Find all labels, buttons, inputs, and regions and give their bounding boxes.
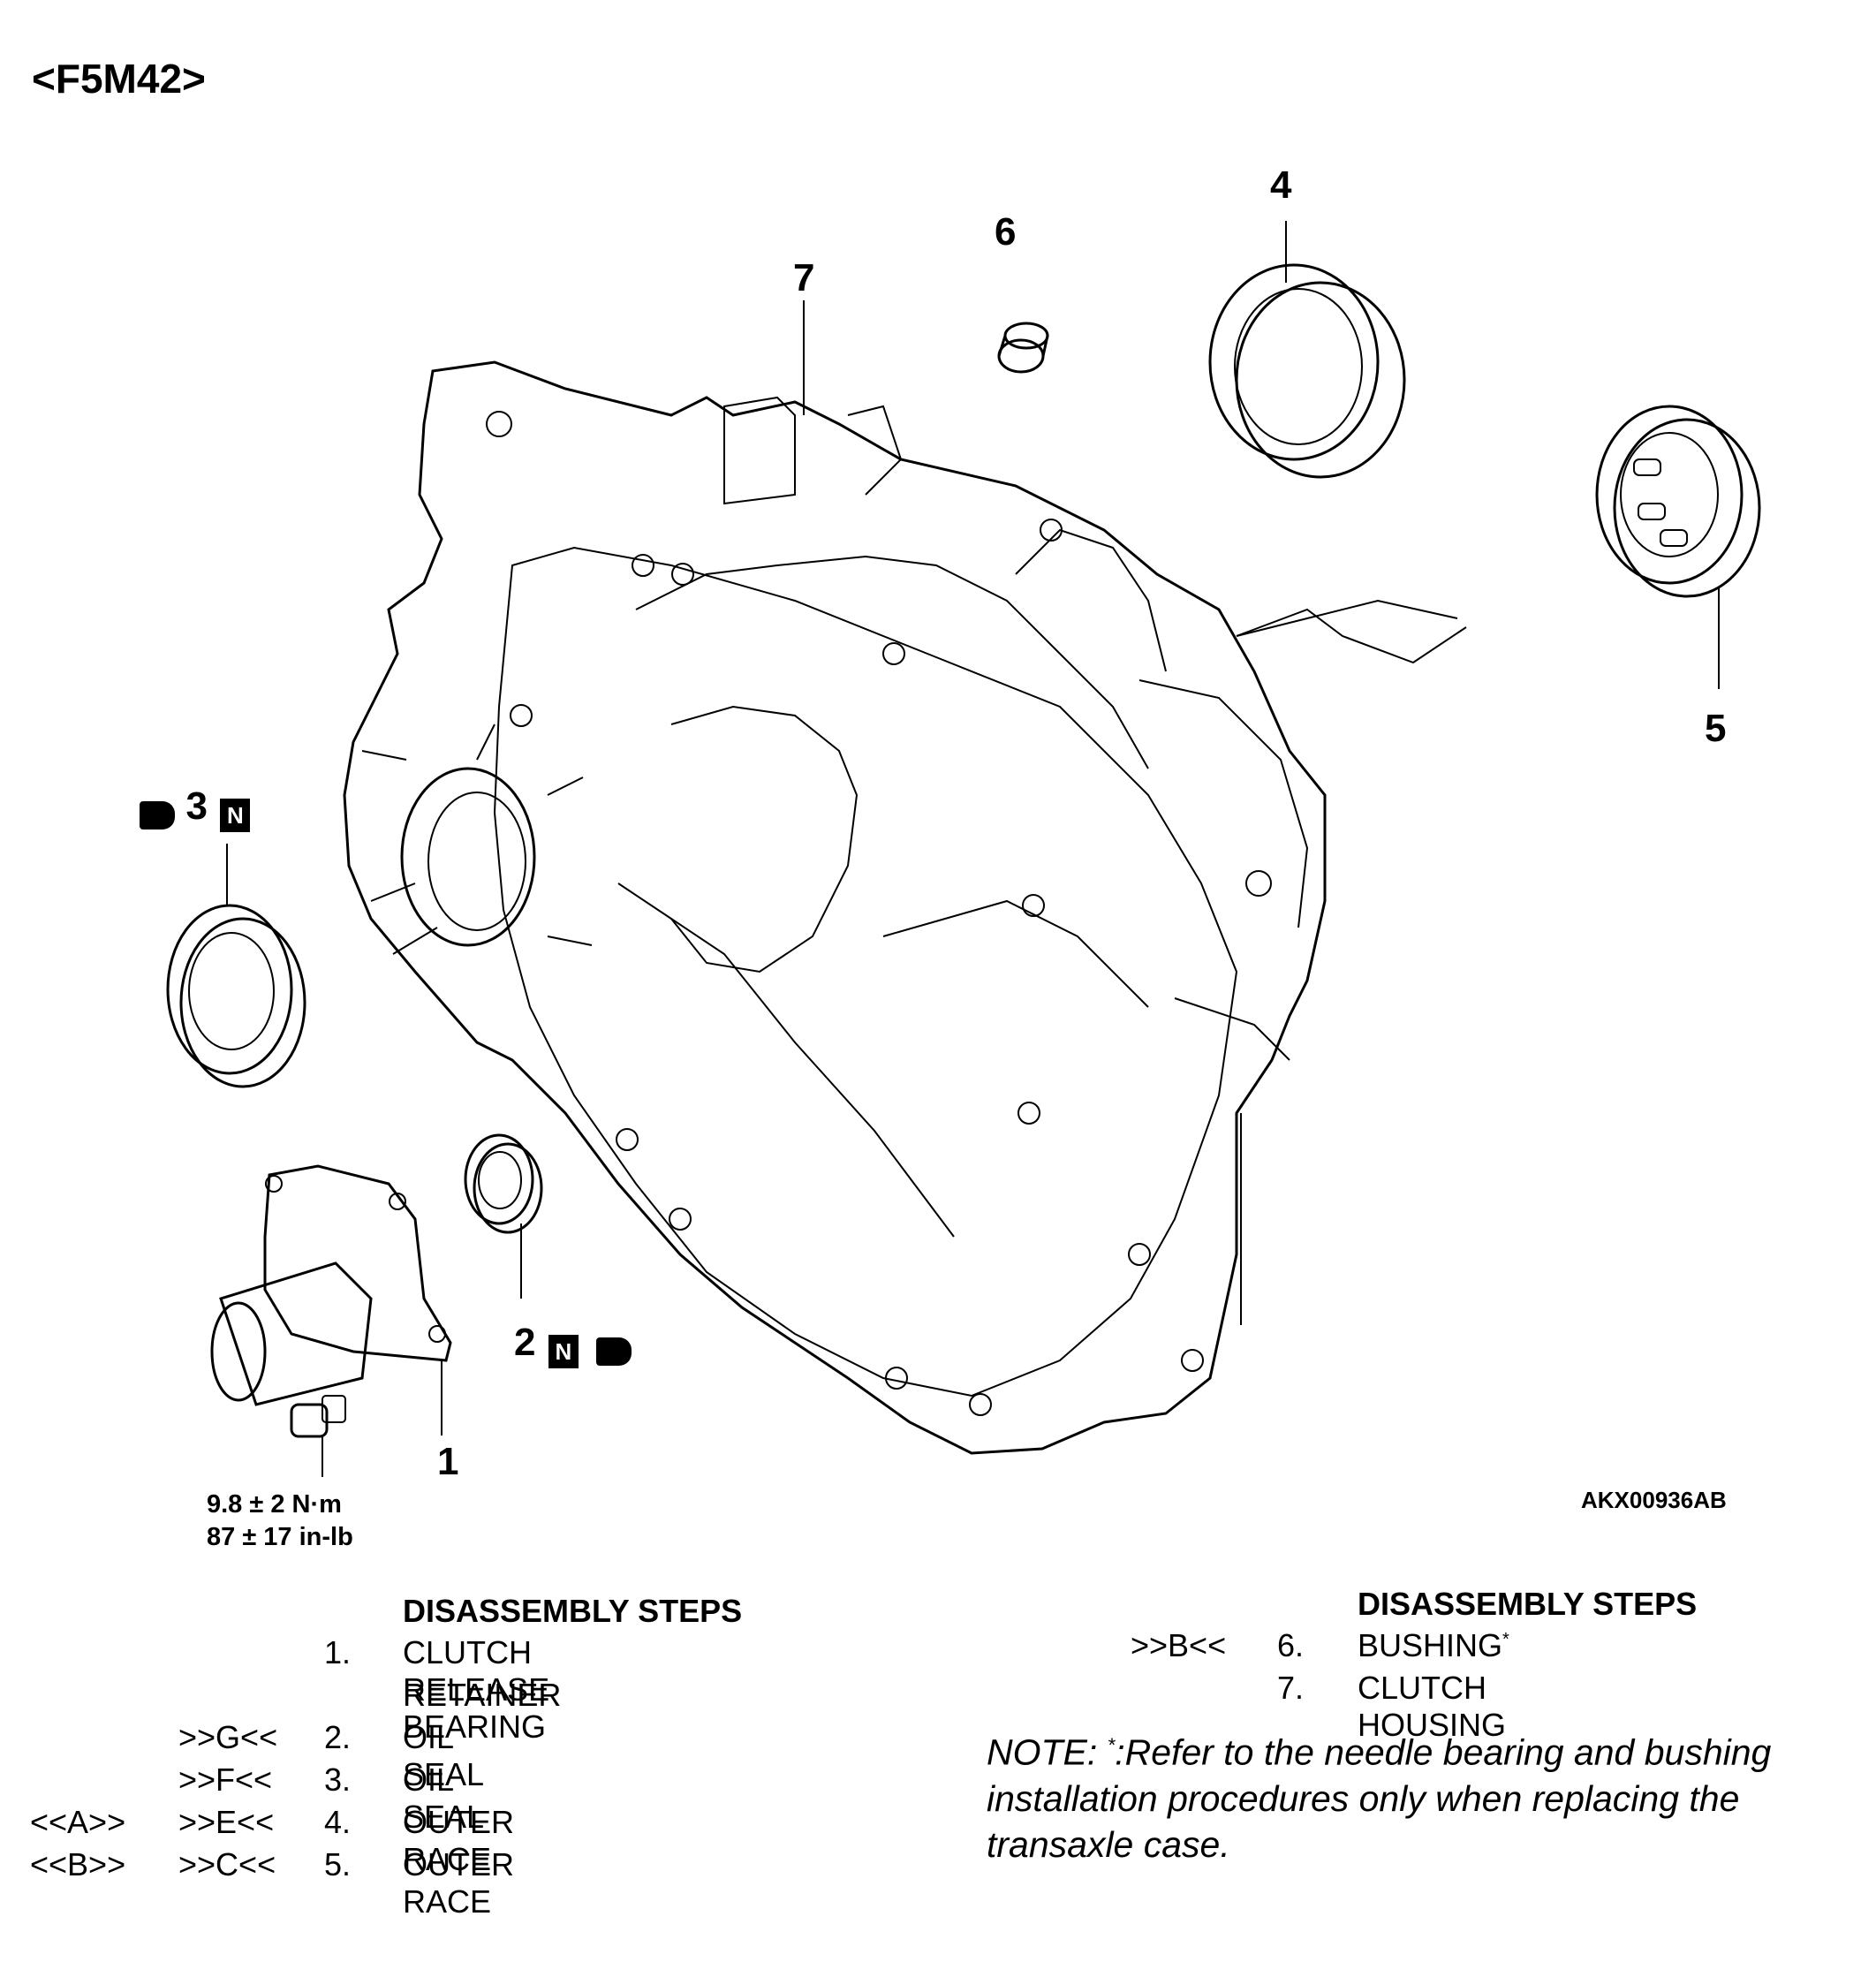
note-body: :Refer to the needle bearing and bushing… [987,1731,1772,1865]
outer-race-part-5 [1595,405,1761,598]
step-text: OIL SEAL [403,1719,485,1792]
step-text: OUTER RACE [403,1846,514,1920]
torque-imperial: 87 ± 17 in-lb [207,1523,353,1551]
step-text: RETAINER [403,1677,562,1713]
step-ref-b: >>C<< [178,1846,276,1882]
note-text: NOTE: *:Refer to the needle bearing and … [987,1723,1852,1867]
step-number: 2. [324,1719,352,1755]
callout-7: 7 [793,256,815,299]
step-number: 5. [324,1846,352,1882]
step-text: CLUTCH HOUSING [1358,1670,1507,1743]
bushing-part-6 [997,322,1049,374]
callout-6: 6 [995,210,1017,254]
oil-seal-part-2 [464,1133,543,1234]
torque-metric: 9.8 ± 2 N·m [207,1490,342,1519]
figure-id: AKX00936AB [1581,1487,1727,1513]
step-text-wrap: BUSHING* [1358,1627,1509,1664]
oil-apply-icon [140,800,175,829]
step-number: 6. [1277,1627,1305,1663]
step-ref-b: >>G<< [178,1719,278,1755]
callout-2-group: 2 N [514,1321,632,1368]
footnote-mark: * [1107,1734,1116,1756]
right-steps-heading: DISASSEMBLY STEPS [1358,1586,1698,1622]
left-steps-heading: DISASSEMBLY STEPS [403,1593,743,1629]
n-symbol: N [220,798,251,832]
step-text: OIL SEAL [403,1761,485,1835]
step-ref-b: >>E<< [178,1804,275,1840]
outer-race-part-4 [1208,263,1406,479]
leader-lines [226,221,1720,1477]
step-ref-b: >>B<< [1131,1627,1227,1663]
step-number: 7. [1277,1670,1305,1706]
torque-spec: 9.8 ± 2 N·m 87 ± 17 in-lb [207,1489,353,1554]
bearing-retainer-part-1 [210,1164,452,1438]
n-symbol: N [548,1334,579,1368]
step-text: CLUTCH RELEASE BEARING [403,1634,550,1745]
step-ref-b: >>F<< [178,1761,273,1798]
oil-apply-icon [596,1337,632,1366]
oil-seal-part-3 [166,904,306,1088]
step-ref-a: <<B>> [30,1846,126,1882]
step-text: BUSHING [1358,1627,1503,1663]
footnote-mark: * [1502,1630,1509,1649]
callout-4: 4 [1270,163,1292,207]
callout-2: 2 [514,1321,536,1364]
note-prefix: NOTE: [987,1731,1108,1773]
step-number: 4. [324,1804,352,1840]
callout-3: 3 [185,784,208,828]
callout-5: 5 [1705,707,1727,750]
step-text: OUTER RACE [403,1804,514,1877]
step-number: 3. [324,1761,352,1798]
callout-3-group: 3 N [140,784,251,832]
clutch-housing [343,360,1467,1455]
step-number: 1. [324,1634,352,1670]
callout-1: 1 [437,1440,459,1483]
model-code: <F5M42> [32,56,206,102]
step-ref-a: <<A>> [30,1804,126,1840]
